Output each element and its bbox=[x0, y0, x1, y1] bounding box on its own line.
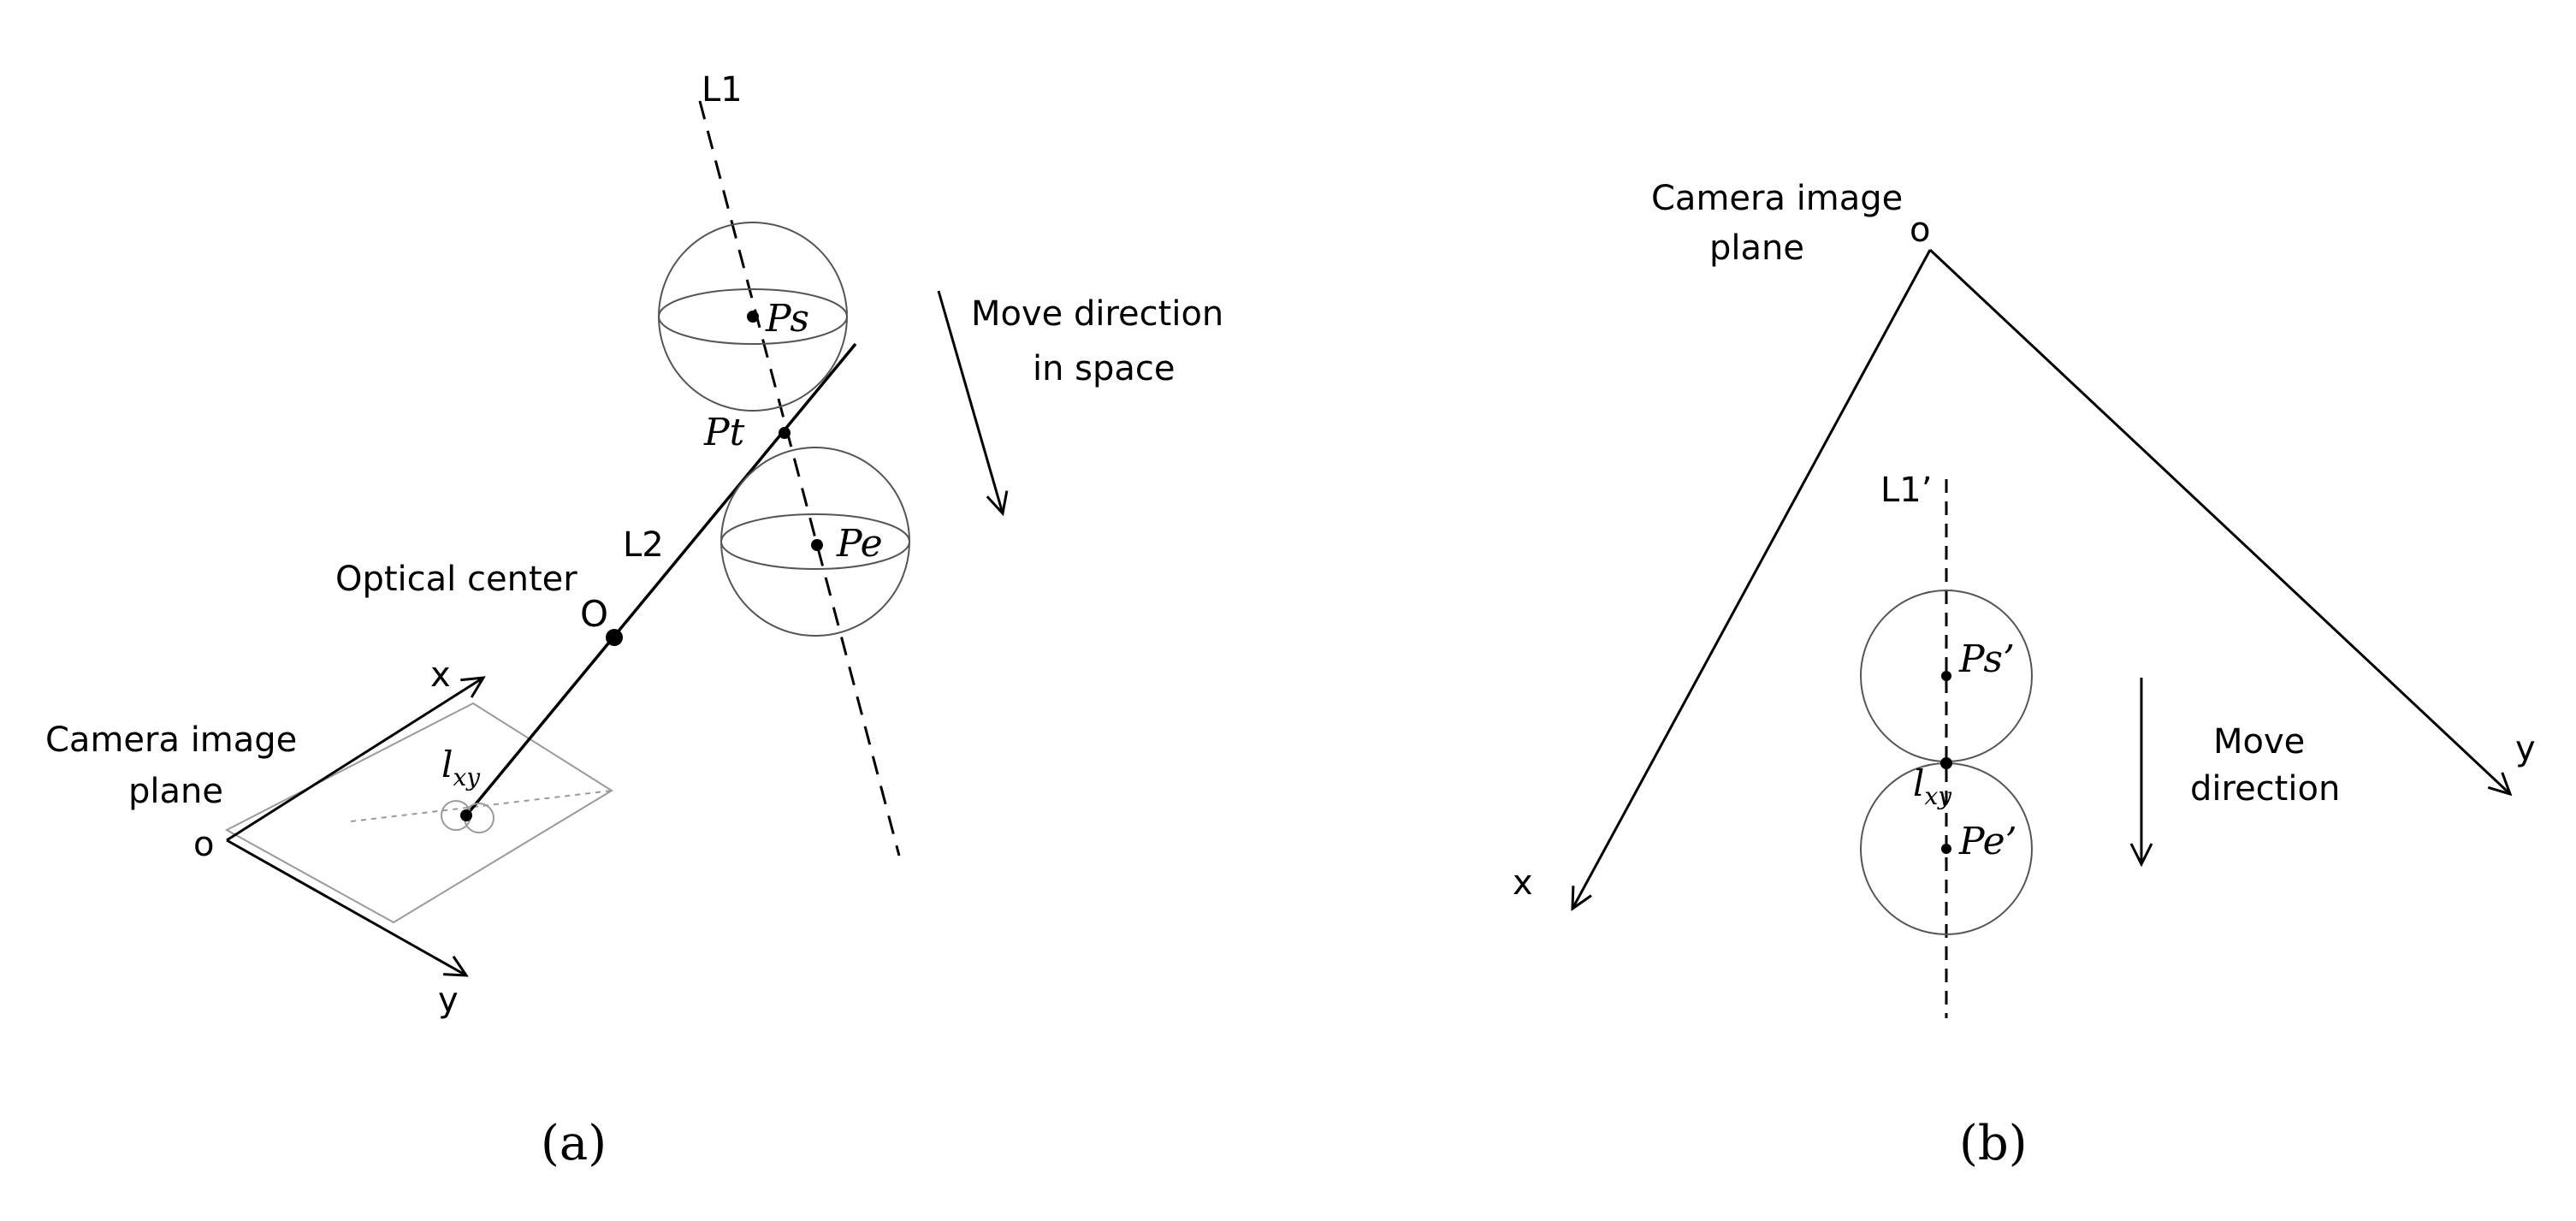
move-direction-label-line2: in space bbox=[1033, 349, 1175, 388]
origin-label-b: o bbox=[1910, 210, 1930, 250]
y-axis-b bbox=[1928, 248, 2510, 794]
x-axis-a bbox=[226, 678, 483, 842]
sphere-pe bbox=[720, 447, 910, 637]
image-point-label-a: lxy bbox=[441, 744, 481, 791]
point-optical-center bbox=[606, 629, 623, 646]
l1-label: L1 bbox=[702, 70, 743, 110]
point-pe bbox=[811, 539, 823, 551]
caption-a: (a) bbox=[541, 1116, 607, 1171]
image-point-sub-a: xy bbox=[453, 763, 481, 791]
line-l2 bbox=[465, 342, 857, 817]
optical-center-label: Optical center bbox=[335, 560, 577, 599]
line-l1 bbox=[698, 100, 901, 856]
plane-label-b-line1: Camera image bbox=[1651, 179, 1903, 218]
point-image-a bbox=[460, 809, 472, 821]
plane-label-a-line1: Camera image bbox=[45, 720, 297, 760]
l1-prime-label: L1’ bbox=[1880, 471, 1932, 510]
move-direction-label-b-line1: Move bbox=[2213, 722, 2305, 762]
point-ps-prime bbox=[1941, 671, 1951, 681]
point-image-b bbox=[1940, 757, 1952, 769]
caption-b: (b) bbox=[1959, 1116, 2028, 1171]
x-axis-label-b: x bbox=[1513, 863, 1533, 903]
optical-center-point-label: O bbox=[580, 593, 608, 635]
axes-a bbox=[226, 678, 483, 975]
pt-label: Pt bbox=[703, 411, 745, 454]
x-axis-b bbox=[1572, 249, 1932, 909]
point-ps bbox=[747, 311, 759, 323]
ps-label: Ps bbox=[765, 297, 809, 341]
plane-label-a-line2: plane bbox=[128, 772, 223, 811]
pe-prime-label: Pe’ bbox=[1958, 820, 2017, 863]
image-point-main-b: l bbox=[1913, 762, 1924, 804]
y-axis-a bbox=[226, 839, 466, 975]
ps-prime-label: Ps’ bbox=[1958, 637, 2015, 681]
l2-label: L2 bbox=[623, 525, 664, 565]
sphere-ps bbox=[658, 222, 848, 412]
point-pe-prime bbox=[1941, 844, 1951, 854]
move-direction-label-b-line2: direction bbox=[2190, 769, 2340, 809]
x-axis-label-a: x bbox=[430, 655, 451, 695]
image-point-sub-b: xy bbox=[1924, 782, 1952, 810]
plane-label-b-line2: plane bbox=[1709, 228, 1804, 268]
y-axis-label-b: y bbox=[2515, 729, 2536, 768]
y-axis-label-a: y bbox=[438, 981, 459, 1020]
image-point-label-b: lxy bbox=[1913, 762, 1952, 810]
point-pt bbox=[779, 427, 791, 439]
pe-label: Pe bbox=[836, 522, 883, 566]
origin-label-a: o bbox=[193, 825, 214, 864]
move-direction-arrow-a bbox=[937, 290, 1003, 513]
image-point-main-a: l bbox=[441, 744, 453, 785]
move-direction-label-line1: Move direction bbox=[971, 294, 1223, 334]
image-plane-a bbox=[224, 702, 613, 924]
panel-b: Camera image plane o L1’ Ps’ Pe’ lxy Mov… bbox=[1513, 179, 2536, 1171]
panel-a: L1 L2 Ps Pe Pt Optical center O Move dir… bbox=[45, 70, 1223, 1171]
